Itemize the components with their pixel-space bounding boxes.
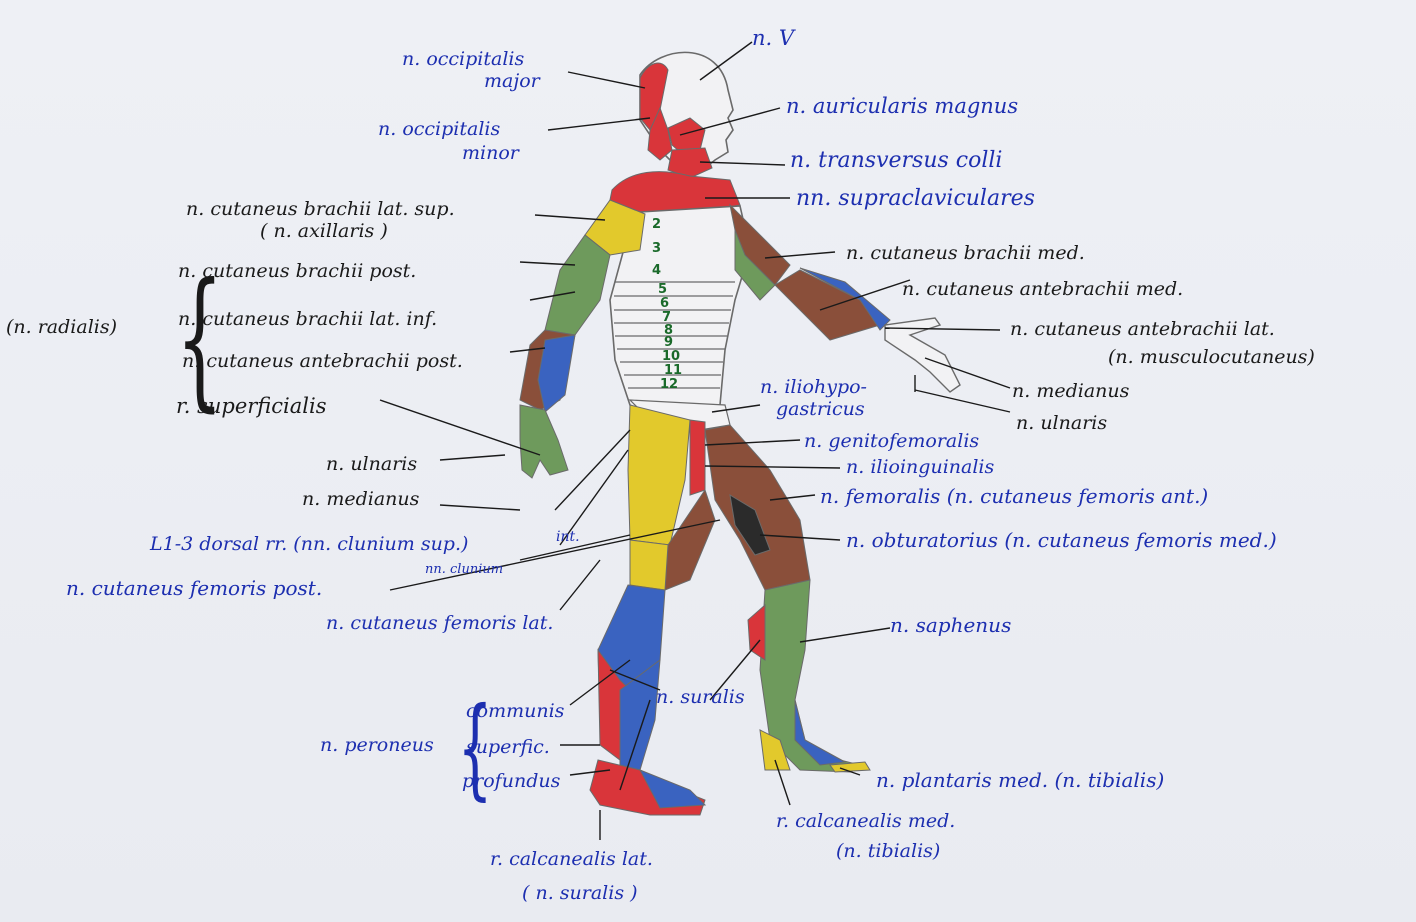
- zone-brachii-post: [545, 235, 610, 335]
- rib-number: 6: [660, 297, 669, 310]
- label-genitofemoralis: n. genitofemoralis: [804, 432, 979, 451]
- label-calc-med-1: r. calcanealis med.: [776, 812, 955, 831]
- rib-number: 5: [658, 283, 667, 296]
- label-dorsal-rr: L1-3 dorsal rr. (nn. clunium sup.): [150, 535, 468, 554]
- label-cut-antebrachii-lat: n. cutaneus antebrachii lat.: [1010, 320, 1275, 339]
- label-iliohypo-1: n. iliohypo-: [760, 378, 867, 397]
- label-medianus-right: n. medianus: [1012, 382, 1129, 401]
- label-occipitalis-major-1: n. occipitalis: [402, 50, 524, 69]
- zone-radialis-blue: [538, 335, 575, 412]
- label-cut-antebrachii-med: n. cutaneus antebrachii med.: [902, 280, 1183, 299]
- label-ulnaris-left: n. ulnaris: [326, 455, 417, 474]
- label-r-superficialis: r. superficialis: [176, 396, 327, 417]
- rib-number: 12: [660, 378, 678, 391]
- label-profundus: profundus: [462, 772, 560, 791]
- label-iliohypo-2: gastricus: [776, 400, 865, 419]
- label-medianus-left: n. medianus: [302, 490, 419, 509]
- label-cut-femoris-post: n. cutaneus femoris post.: [66, 578, 322, 598]
- label-cut-brachii-med: n. cutaneus brachii med.: [846, 244, 1085, 263]
- zone-cut-femoris-lat: [628, 405, 690, 545]
- label-occipitalis-major-2: major: [484, 72, 540, 91]
- label-obturatorius: n. obturatorius (n. cutaneus femoris med…: [846, 530, 1277, 550]
- label-occipitalis-minor-2: minor: [462, 144, 519, 163]
- label-cut-brachii-lat-sup: n. cutaneus brachii lat. sup.: [186, 200, 455, 219]
- label-calc-lat-2: ( n. suralis ): [522, 884, 638, 903]
- rib-number: 10: [662, 350, 680, 363]
- label-calc-lat-1: r. calcanealis lat.: [490, 850, 653, 869]
- label-plantaris: n. plantaris med. (n. tibialis): [876, 770, 1164, 790]
- rib-number: 11: [664, 364, 682, 377]
- rib-number: 4: [652, 264, 661, 277]
- label-cut-brachii-lat-inf: n. cutaneus brachii lat. inf.: [178, 310, 437, 329]
- label-auricularis: n. auricularis magnus: [786, 96, 1018, 117]
- label-cut-antebrachii-post: n. cutaneus antebrachii post.: [182, 352, 463, 371]
- label-nn-clunium: nn. clunium: [425, 563, 503, 576]
- zone-hand-green: [520, 405, 568, 478]
- label-femoralis: n. femoralis (n. cutaneus femoris ant.): [820, 486, 1208, 506]
- label-radialis: (n. radialis): [6, 318, 117, 337]
- zone-genitofemoralis: [690, 420, 705, 495]
- label-communis: communis: [466, 702, 564, 721]
- label-ulnaris-right: n. ulnaris: [1016, 414, 1107, 433]
- label-superfic: superfic.: [466, 738, 550, 757]
- zone-foot-back: [590, 760, 705, 815]
- label-axillaris: ( n. axillaris ): [260, 222, 388, 241]
- label-ilioinguinalis: n. ilioinguinalis: [846, 458, 994, 477]
- rib-number: 2: [652, 218, 661, 231]
- label-int: int.: [556, 530, 580, 544]
- radialis-brace: {: [176, 264, 224, 414]
- zone-femoralis: [705, 425, 810, 590]
- rib-number: 9: [664, 336, 673, 349]
- label-suralis: n. suralis: [656, 688, 745, 707]
- label-n-v: n. V: [752, 28, 794, 49]
- label-cut-femoris-lat: n. cutaneus femoris lat.: [326, 614, 553, 633]
- rib-number: 3: [652, 242, 661, 255]
- label-calc-med-2: (n. tibialis): [836, 842, 940, 861]
- label-peroneus: n. peroneus: [320, 736, 434, 755]
- label-cut-brachii-post: n. cutaneus brachii post.: [178, 262, 416, 281]
- label-supraclav: nn. supraclaviculares: [796, 188, 1035, 210]
- label-transversus: n. transversus colli: [790, 150, 1002, 172]
- label-musculocutaneus: (n. musculocutaneus): [1108, 348, 1315, 367]
- label-saphenus: n. saphenus: [890, 615, 1011, 635]
- label-occipitalis-minor-1: n. occipitalis: [378, 120, 500, 139]
